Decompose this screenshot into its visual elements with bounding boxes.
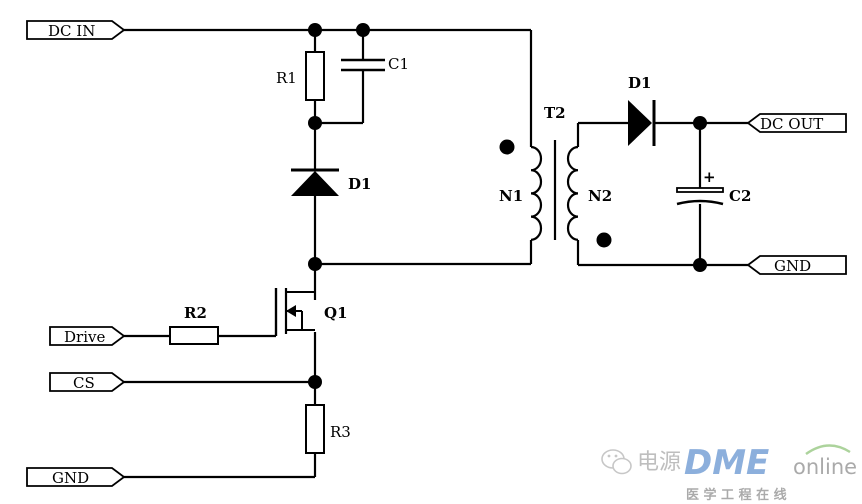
port-drive: Drive [49, 326, 126, 346]
junction-dot [356, 23, 370, 37]
transformer-t2: T2 N1 N2 [499, 104, 612, 248]
watermark-brand: DME [684, 443, 769, 483]
port-label: DC OUT [760, 115, 823, 133]
port-gnd-out: GND [746, 255, 847, 275]
resistor-r3: R3 [305, 404, 351, 454]
watermark-brand-sub: online [793, 455, 857, 479]
port-label: Drive [64, 328, 105, 346]
watermark-title: 电源 [637, 450, 681, 475]
port-label: GND [774, 257, 811, 275]
secondary-coil [566, 145, 579, 241]
diode-d1-clamp: D1 [291, 168, 371, 196]
polarity-dot [596, 232, 612, 248]
component-label: C2 [729, 187, 751, 205]
port-dc-in: DC IN [26, 20, 126, 40]
component-label: D1 [348, 175, 371, 193]
junctions [308, 23, 707, 389]
polarity-dot [499, 139, 515, 155]
junction-dot [693, 116, 707, 130]
resistor-r2: R2 [169, 304, 219, 345]
component-label: R1 [276, 69, 297, 87]
port-label: DC IN [48, 22, 95, 40]
junction-dot [308, 257, 322, 271]
primary-coil [530, 145, 543, 241]
capacitor-c2: + C2 [676, 168, 751, 206]
winding-label: N2 [588, 187, 612, 205]
port-label: GND [52, 469, 89, 487]
component-label: R2 [184, 304, 207, 322]
wechat-icon [601, 449, 632, 475]
junction-dot [308, 23, 322, 37]
component-label: T2 [544, 104, 566, 122]
port-label: CS [73, 374, 95, 392]
swoosh-icon [805, 444, 851, 456]
junction-dot [308, 116, 322, 130]
port-dc-out: DC OUT [746, 113, 847, 133]
capacitor-c1: C1 [341, 55, 409, 73]
polarity-mark: + [703, 168, 716, 186]
diode-d1-output: D1 [628, 74, 656, 146]
wires [123, 28, 748, 479]
watermark-tagline: 医 学 工 程 在 线 [686, 487, 787, 503]
component-label: R3 [330, 423, 351, 441]
port-gnd-in: GND [26, 467, 126, 487]
port-cs: CS [49, 372, 126, 392]
component-label: Q1 [324, 304, 348, 322]
resistor-r1: R1 [276, 51, 325, 101]
junction-dot [693, 258, 707, 272]
junction-dot [308, 375, 322, 389]
winding-label: N1 [499, 187, 523, 205]
mosfet-q1: Q1 [274, 288, 348, 336]
component-label: C1 [388, 55, 409, 73]
component-label: D1 [628, 74, 651, 92]
watermark: 电源 DME online 医 学 工 程 在 线 [601, 443, 857, 503]
